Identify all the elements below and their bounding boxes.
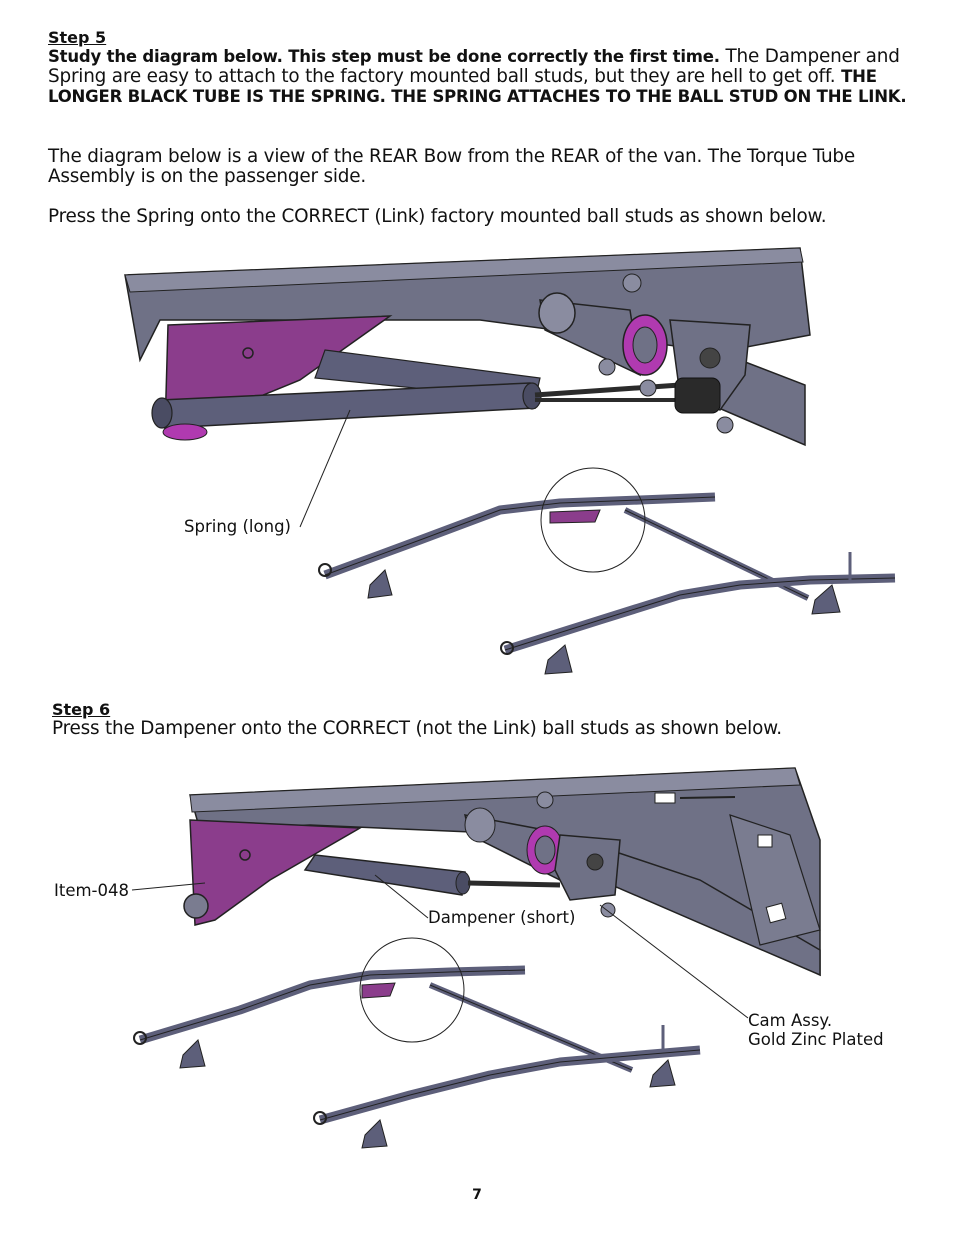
step5-detail-circle [540, 467, 646, 573]
cam-callout-label-line2: Gold Zinc Plated [748, 1030, 884, 1049]
step5-paragraph-3: Press the Spring onto the CORRECT (Link)… [48, 206, 827, 227]
spring-callout-leader [299, 409, 351, 528]
step6-heading: Step 6 [52, 700, 111, 719]
step5-heading: Step 5 [48, 28, 107, 47]
cam-leader [599, 904, 749, 1019]
spring-callout-label: Spring (long) [184, 517, 291, 536]
step5-bold-warning: THE LONGER BLACK TUBE IS THE SPRING. THE… [48, 67, 907, 106]
step6-cam-plate [554, 834, 621, 901]
page-number: 7 [472, 1187, 482, 1203]
step5-intro-rest: The Dampener and Spring are easy to atta… [48, 46, 900, 87]
step5-intro-paragraph: Study the diagram below. This step must … [48, 47, 928, 107]
step6-paragraph: Press the Dampener onto the CORRECT (not… [52, 718, 782, 739]
step6-rear-bow [138, 965, 526, 1045]
step5-paragraph-2: The diagram below is a view of the REAR … [48, 146, 856, 187]
step5-bold-intro: Study the diagram below. This step must … [48, 47, 720, 66]
cam-callout-label-line1: Cam Assy. [748, 1011, 833, 1030]
step6-dampener-tube [303, 854, 466, 896]
dampener-leader [374, 874, 429, 919]
step6-side-bracket [729, 814, 821, 946]
dampener-callout-label: Dampener (short) [428, 908, 576, 927]
item048-leader [131, 882, 206, 891]
step6-front-bow [318, 1045, 701, 1125]
item048-callout-label: Item-048 [54, 881, 130, 900]
step6-detail-circle [359, 937, 465, 1043]
